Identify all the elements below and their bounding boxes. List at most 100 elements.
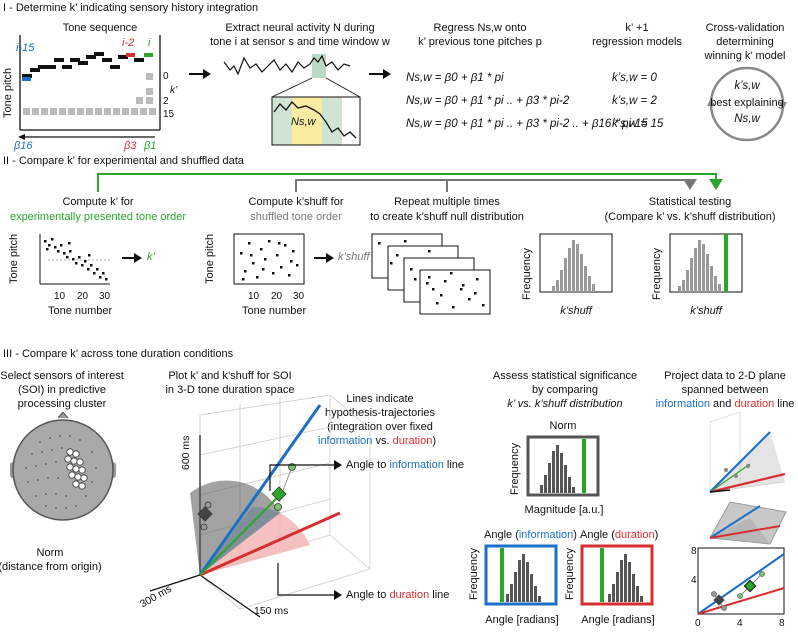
tone-sequence-label: Tone sequence <box>62 22 138 34</box>
statistical-test-histogram <box>669 233 743 293</box>
projection-2d-plot <box>697 547 785 615</box>
project-and: and <box>713 398 732 410</box>
angle-dur-hist-word: duration <box>614 529 655 541</box>
k-tick-15: 15 <box>163 109 175 120</box>
project-line: line <box>777 398 795 410</box>
assess-text-3: k’ vs. k’shuff distribution <box>507 398 623 410</box>
tone-number-axis-exp: Tone number <box>48 305 113 317</box>
cv-text-3: winning k’ model <box>704 50 786 62</box>
extract-text-1: Extract neural activity N during <box>225 22 375 34</box>
arrow-shuff-to-kshuff <box>314 253 334 263</box>
stacked-shuffle-plots <box>371 233 491 315</box>
cv-circle-k: k’s,w <box>734 80 760 92</box>
k-model-0: k’s,w = 0 <box>612 72 657 84</box>
angle-duration-histogram <box>580 544 654 606</box>
label-i-2: i-2 <box>122 37 135 49</box>
axis-600-ms: 600 ms <box>180 435 192 470</box>
exp-x-tick-30: 30 <box>99 291 111 302</box>
equation-1: Ns,w = β0 + β1 * pi <box>406 72 504 84</box>
shuff-x-tick-20: 20 <box>271 291 283 302</box>
section-2-title: II - Compare k’ for experimental and shu… <box>3 155 244 167</box>
cv-text-2: determining <box>716 36 774 48</box>
equation-3: Ns,w = β0 + β1 * pi .. + β3 * pi-2 .. + … <box>406 118 648 130</box>
frequency-axis-norm: Frequency <box>509 443 521 495</box>
select-text-1: Select sensors of interest <box>0 370 124 382</box>
angle-info-hist-title: Angle (information) <box>484 529 577 541</box>
angle-info-suffix: line <box>446 459 465 471</box>
cv-text-1: Cross-validation <box>705 22 785 34</box>
section-3-title: III - Compare k’ across tone duration co… <box>3 348 234 360</box>
angle-dur-word: duration <box>389 589 430 601</box>
norm-label-1: Norm <box>36 547 64 559</box>
compute-kshuff-1: Compute k’shuff for <box>248 196 344 208</box>
plot2d-x-tick-0: 0 <box>695 618 701 629</box>
angle-dur-hist-title: Angle (duration) <box>580 529 659 541</box>
null-distribution-histogram <box>539 233 613 293</box>
arrow-1 <box>189 69 211 79</box>
tone-pitch-axis-exp: Tone pitch <box>8 233 20 284</box>
plot2d-y-tick-8: 8 <box>691 546 697 557</box>
stat-test-1: Statistical testing <box>648 196 732 208</box>
lines-text-3: (integration over fixed <box>327 421 433 433</box>
plot-text-1: Plot k’ and k’shuff for SOI <box>168 370 292 382</box>
regress-text-1: Regress Ns,w onto <box>433 22 527 34</box>
regress-text-2: k’ previous tone pitches p <box>418 36 542 48</box>
repeat-text-1: Repeat multiple times <box>394 196 500 208</box>
compute-kshuff-2: shuffled tone order <box>250 211 342 223</box>
compute-k-1: Compute k’ for <box>62 196 134 208</box>
shuffled-scatter-plot <box>233 233 305 285</box>
experimental-scatter-plot <box>39 234 110 285</box>
angle-dur-text: Angle to duration line <box>346 589 449 602</box>
project-information: information <box>655 398 710 410</box>
project-duration: duration <box>734 398 775 410</box>
lines-text-2: hypothesis-trajectories <box>324 407 436 419</box>
arrow-2 <box>369 69 391 79</box>
frequency-axis-angle-info: Frequency <box>468 548 480 600</box>
lines-information: information <box>318 435 373 447</box>
k-model-15: k’s,w = 15 <box>612 118 664 130</box>
tone-number-axis-shuff: Tone number <box>242 305 307 317</box>
compute-k-2: experimentally presented tone order <box>9 211 187 223</box>
nsw-window-label: Ns,w <box>291 116 316 128</box>
cv-cycle-circle <box>707 66 787 142</box>
radians-axis-info: Angle [radians] <box>485 614 559 626</box>
plot-text-2: in 3-D tone duration space <box>165 384 295 396</box>
frequency-axis-angle-dur: Frequency <box>564 548 576 600</box>
project-text-1: Project data to 2-D plane <box>664 370 786 382</box>
label-i: i <box>148 37 151 49</box>
label-beta16: β16 <box>14 140 33 152</box>
exp-x-tick-10: 10 <box>54 291 66 302</box>
plot2d-x-tick-4: 4 <box>737 618 743 629</box>
angle-information-histogram <box>484 544 558 606</box>
axis-150-ms: 150 ms <box>254 605 289 617</box>
section-2-connector-lines <box>97 173 723 192</box>
tone-pitch-axis-label: Tone pitch <box>2 67 14 118</box>
kshuff-result-label: k’shuff <box>338 251 370 263</box>
plot2d-x-tick-8: 8 <box>779 618 785 629</box>
k-model-2: k’s,w = 2 <box>612 95 657 107</box>
angle-info-text: Angle to information line <box>346 459 464 472</box>
exp-x-tick-20: 20 <box>77 291 89 302</box>
magnitude-axis: Magnitude [a.u.] <box>524 504 604 516</box>
k-axis-label: k’ <box>170 85 178 96</box>
label-beta3: β3 <box>124 140 137 152</box>
section-1-title: I - Determine k’ indicating sensory hist… <box>3 2 259 14</box>
shuff-x-tick-30: 30 <box>293 291 305 302</box>
kshuff-axis-stat: k’shuff <box>690 305 722 317</box>
k-result-label: k’ <box>147 251 155 263</box>
3d-duration-space-plot <box>149 395 371 618</box>
stat-test-2: (Compare k’ vs. k’shuff distribution) <box>604 211 776 223</box>
neural-activity-figure <box>223 54 361 146</box>
norm-histogram <box>526 435 600 497</box>
norm-hist-title: Norm <box>549 420 577 432</box>
head-sensor-map <box>10 412 116 521</box>
tone-pitch-axis-shuff: Tone pitch <box>204 233 216 284</box>
angle-dur-prefix: Angle to <box>346 589 387 601</box>
angle-info-hist-word: information <box>518 529 574 541</box>
project-text-2: spanned between <box>681 384 769 396</box>
kshuff-axis-null: k’shuff <box>560 305 592 317</box>
lines-text-4: information vs. duration) <box>318 435 437 447</box>
shuff-x-tick-10: 10 <box>248 291 260 302</box>
gray-model-row <box>23 108 156 115</box>
extract-text-2: tone i at sensor s and time window w <box>210 36 390 48</box>
